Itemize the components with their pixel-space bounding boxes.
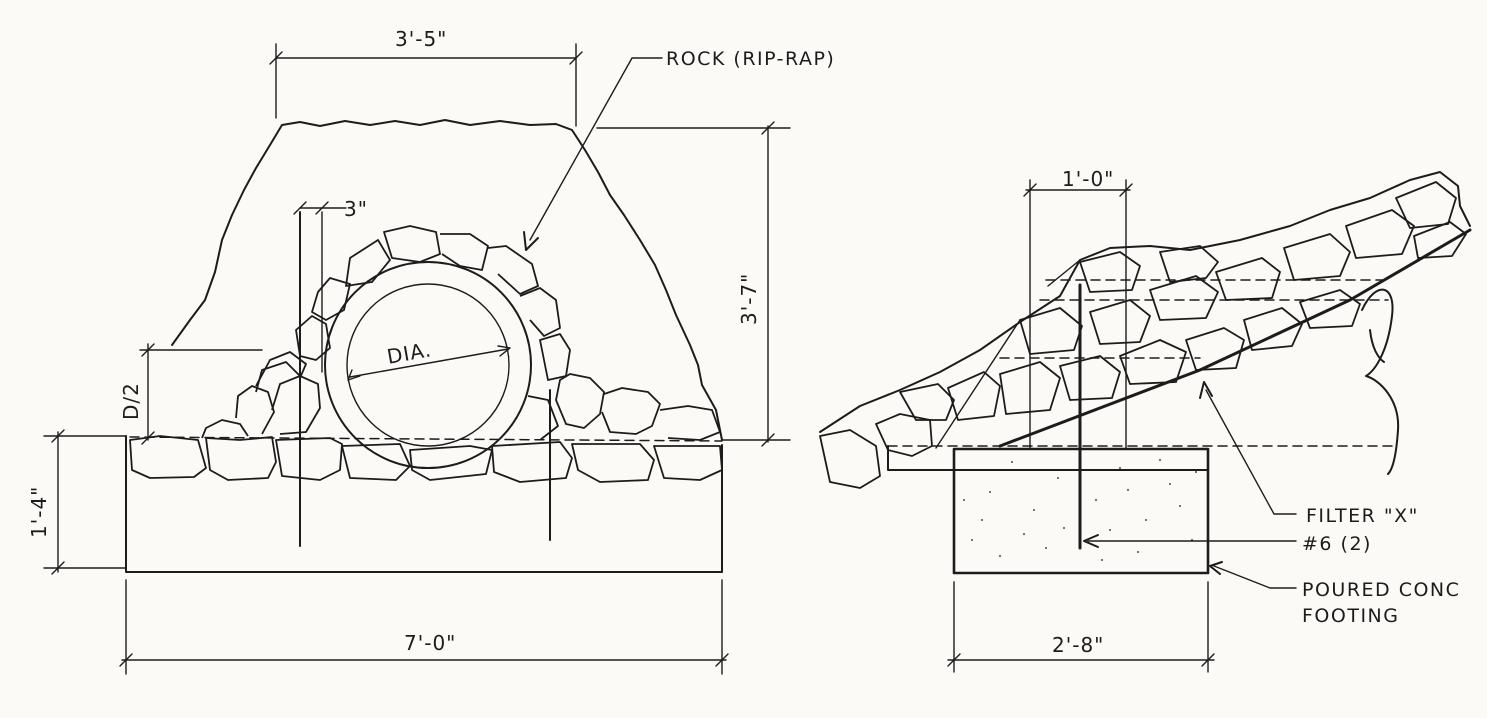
arch-rocks bbox=[255, 225, 571, 393]
footing-label-line1: POURED CONC bbox=[1302, 579, 1460, 601]
front-dim-3in: 3" bbox=[344, 197, 368, 221]
pipe-outer bbox=[324, 261, 532, 469]
pipe-diameter-line bbox=[349, 348, 509, 378]
front-dim-top-width: 3'-5" bbox=[395, 27, 447, 51]
side-dim-footing-width: 2'-8" bbox=[1052, 633, 1104, 657]
front-view: DIA. 3" 3'-5" 3'-7" D/2 1'-4" bbox=[27, 27, 835, 675]
front-dim-half-dia: D/2 bbox=[119, 382, 143, 420]
side-rocks bbox=[819, 181, 1467, 489]
rock-label: ROCK (RIP-RAP) bbox=[666, 48, 835, 70]
filter-fabric bbox=[1361, 288, 1400, 475]
footing-leader bbox=[1213, 565, 1297, 589]
side-slope-base bbox=[998, 228, 1472, 448]
front-base-rocks bbox=[129, 351, 723, 483]
side-view: 1'-0" 2'-8" FILTER "X" #6 (2) POURED CON… bbox=[819, 167, 1472, 673]
front-dim-footing-width: 7'-0" bbox=[404, 631, 456, 655]
rock-leader bbox=[529, 57, 663, 241]
front-dim-rock-height: 3'-7" bbox=[737, 273, 761, 325]
front-ground-line bbox=[129, 436, 723, 442]
rebar-label: #6 (2) bbox=[1302, 533, 1372, 555]
front-footing bbox=[125, 435, 723, 573]
pipe-inner bbox=[346, 283, 510, 447]
riprap-outline bbox=[171, 119, 723, 441]
filter-label: FILTER "X" bbox=[1306, 505, 1419, 527]
front-dim-footing-height: 1'-4" bbox=[27, 486, 51, 538]
footing-label-line2: FOOTING bbox=[1302, 605, 1399, 627]
side-riprap bbox=[819, 171, 1471, 433]
filter-leader bbox=[1205, 389, 1297, 515]
side-dim-bar-offset: 1'-0" bbox=[1062, 167, 1114, 191]
